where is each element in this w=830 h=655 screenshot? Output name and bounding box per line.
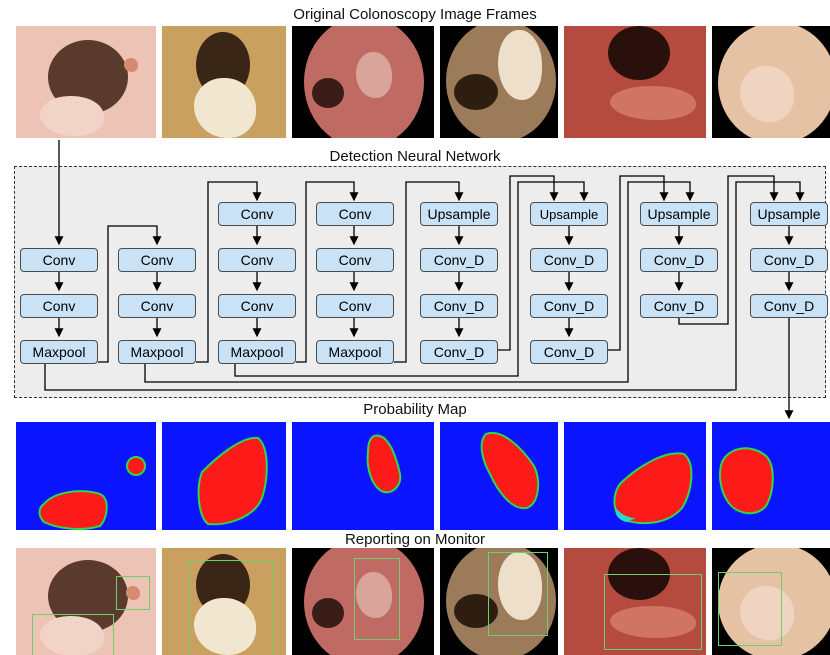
report-frame-1 [16,548,156,655]
probability-region [162,422,286,530]
detection-box [116,576,150,610]
report-frame-4 [440,548,558,655]
network-block-conv: Conv [316,248,394,272]
network-block-upsample: Upsample [750,202,828,226]
network-block-conv: Conv [218,202,296,226]
network-block-maxpool: Maxpool [20,340,98,364]
probability-region [712,422,830,530]
network-block-conv-d: Conv_D [530,294,608,318]
network-block-conv: Conv [118,294,196,318]
probability-map-1 [16,422,156,530]
detection-box [604,574,702,650]
report-frame-3 [292,548,434,655]
probability-region [564,422,706,530]
network-block-conv: Conv [316,202,394,226]
network-block-conv: Conv [118,248,196,272]
detection-box [32,614,114,655]
probability-map-5 [564,422,706,530]
probability-map-6 [712,422,830,530]
detection-box [718,572,782,646]
report-frame-5 [564,548,706,655]
detection-box [354,558,400,640]
network-block-conv-d: Conv_D [420,340,498,364]
network-block-conv: Conv [20,294,98,318]
network-block-conv-d: Conv_D [750,248,828,272]
network-block-maxpool: Maxpool [218,340,296,364]
detection-box [188,560,274,655]
network-block-conv-d: Conv_D [420,294,498,318]
report-frame-6 [712,548,830,655]
network-block-conv-d: Conv_D [640,294,718,318]
report-frame-2 [162,548,286,655]
network-block-maxpool: Maxpool [118,340,196,364]
network-block-conv-d: Conv_D [530,340,608,364]
probability-region [440,422,558,530]
network-block-upsample: Upsample [530,202,608,226]
network-block-conv: Conv [20,248,98,272]
probability-map-4 [440,422,558,530]
network-block-conv-d: Conv_D [640,248,718,272]
network-block-maxpool: Maxpool [316,340,394,364]
probability-map-3 [292,422,434,530]
probability-map-2 [162,422,286,530]
probability-region [16,422,156,530]
network-block-conv: Conv [218,248,296,272]
network-block-conv-d: Conv_D [420,248,498,272]
network-block-conv-d: Conv_D [530,248,608,272]
network-block-conv-d: Conv_D [750,294,828,318]
detection-box [488,552,548,636]
network-block-upsample: Upsample [640,202,718,226]
network-block-upsample: Upsample [420,202,498,226]
probability-region [292,422,434,530]
network-block-conv: Conv [218,294,296,318]
network-block-conv: Conv [316,294,394,318]
